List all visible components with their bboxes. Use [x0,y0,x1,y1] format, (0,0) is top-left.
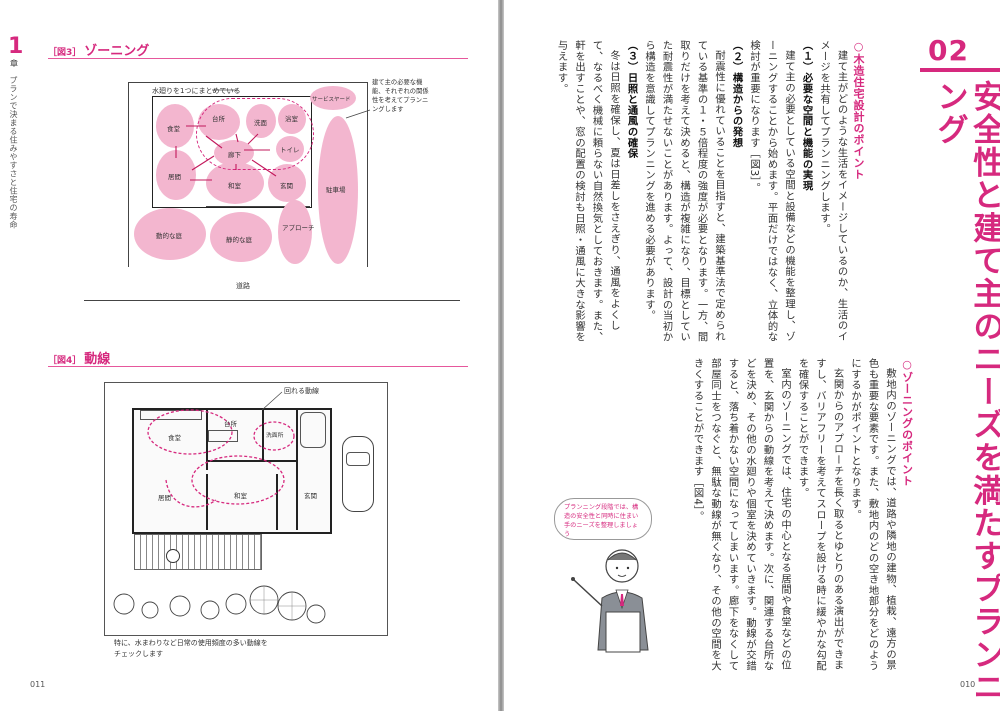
para-5: 敷地内のゾーニングでは、道路や隣地の建物、植栽、遠方の景色も重要な要素です。また… [849,358,896,672]
zone-washroom-label: 洗面 [254,119,267,127]
para-7: 室内のゾーニングでは、住宅の中心となる居間や食堂などの位置を、玄関からの動線を考… [691,358,792,672]
fig4-caption: 特に、水まわりなど日常の使用頻度の多い動線をチェックします [114,639,268,658]
para-2: 建て主の必要としている空間と設備などの機能を整理し、ゾーニングすることから始めま… [748,40,795,343]
zone-dining-label: 食堂 [167,125,180,133]
zone-japanese-label: 和室 [228,182,241,190]
fig4-title-underline [48,366,468,367]
zone-quiet-garden [210,212,272,262]
fig4-title-block: ［図4］動線 [48,348,110,367]
wall-mid [206,460,296,462]
para-6: 玄関からのアプローチを長く取るとゆとりのある演出ができますし、バリアフリーを考え… [796,358,844,672]
fig3-callout-wet: 水廻りを1つにまとめている [152,87,241,95]
left-page: 1 章 プランで決まる住みやすさと住宅の寿命 ［図3］ゾーニング 道路 食堂 台… [0,0,500,689]
zone-entrance [268,164,306,202]
speech-bubble [554,498,652,540]
fig4-room-living: 居間 [158,494,171,502]
heading-wood-text: 木造住宅設計のポイント [852,53,865,181]
zone-active-garden [134,208,206,260]
road-label: 道路 [236,282,250,290]
fig3-title: ゾーニング [84,44,150,59]
wall-japanese [206,474,208,530]
kitchen-counter [140,410,202,420]
zone-parking [318,116,358,264]
zone-living [156,150,196,200]
heading-zoning: ○ゾーニングのポイント [898,358,916,676]
chapter-number: 1 [8,34,24,59]
garden-trees [113,391,326,624]
kitchen-island [208,430,238,442]
book-gutter [498,0,504,711]
fig3-callout-needs: 建て主の必要な機能、それぞれの関係性を考えてプランニングします [372,79,429,113]
sub-heading-2: （２）構造からの発想 [730,40,743,148]
heading-zoning-text: ゾーニングのポイント [900,371,914,487]
chapter-label: 章 [10,59,18,68]
zone-service-yard-label: サービスヤード [312,97,351,103]
speech-bubble-text: プランニング段階では、構造の安全性と同時に住まい手のニーズを整理しましょう [564,504,639,538]
top-pink-rule [920,68,1000,72]
parked-car [342,436,374,512]
zone-living-label: 居間 [168,173,181,181]
wall-jp-right [276,474,278,530]
heading-wood: ○木造住宅設計のポイント [850,40,868,345]
fig4-room-kitchen: 台所 [224,420,237,428]
car-windshield [346,452,370,466]
para-4: 冬は日照を確保し、夏は日差しをさえぎり、通風をよくして、なるべく機械に頼らない自… [555,40,621,343]
sub-heading-3: （３）日照と通風の確保 [625,40,638,159]
bullet-circle-icon-2: ○ [900,358,914,372]
fig4-callout-loop: 回れる動線 [284,387,319,395]
fig4-room-dining: 食堂 [168,434,181,442]
fig4-floorplan: 回れる動線 食堂 台所 洗面所 居間 和室 玄関 特に、水まわりなど日常の使用頻… [104,382,388,658]
text-block-upper: ○木造住宅設計のポイント 建て主がどのような生活をイメージしているのか、生活のイ… [552,40,867,345]
main-title: 安全性と建て主のニーズを満たすプランニング [932,80,1000,704]
zone-active-garden-label: 動的な庭 [156,232,182,240]
text-block-lower: ○ゾーニングのポイント 敷地内のゾーニングでは、道路や隣地の建物、植栽、遠方の景… [688,358,916,676]
wall-bath [296,408,298,530]
right-page-number: 010 [960,680,976,689]
road-line [84,300,460,301]
zone-parking-label: 駐車場 [326,186,346,194]
para-1: 建て主がどのような生活をイメージしているのか、生活のイメージを共有してプランニン… [818,40,848,342]
lot-boundary [104,382,388,636]
fig4-room-washroom: 洗面所 [266,433,284,439]
site-boundary [128,82,368,267]
garden-table [166,549,180,563]
zone-approach-label: アプローチ [282,224,315,232]
zone-service-yard [310,86,356,110]
left-page-number: 011 [30,680,46,689]
zone-quiet-garden-label: 静的な庭 [226,236,252,244]
fig3-relation-arrows [175,89,371,181]
fig4-title: 動線 [84,352,111,367]
wall-kitchen [206,408,208,470]
fig4-room-japanese: 和室 [234,492,247,500]
section-number: 02 [928,34,969,67]
house-notch [206,206,310,207]
zone-washroom [246,104,276,138]
fig3-title-block: ［図3］ゾーニング [48,40,149,59]
zone-entrance-label: 玄関 [280,182,293,190]
fig4-bracket: ［図4］ [48,356,82,366]
fig3-diagram: 道路 食堂 台所 洗面 浴室 トイレ 廊下 居間 和室 玄関 サービスヤード 駐… [0,0,500,330]
wall-wet [262,408,264,462]
sub-heading-1: （１）必要な空間と機能の実現 [800,40,813,192]
house-outline [152,96,312,208]
chapter-subtitle: プランで決まる住みやすさと住宅の寿命 [9,76,18,229]
para-3: 耐震性に優れていることを目指すと、建築基準法で定められている基準の１・５倍程度の… [643,40,725,343]
fig3-bracket: ［図3］ [48,48,82,58]
bullet-circle-icon: ○ [852,40,865,54]
bathtub [300,412,326,448]
zone-approach [278,200,312,264]
fig4-room-entrance: 玄関 [304,492,317,500]
wood-deck [134,534,262,570]
wet-area-dashed-group [196,98,314,170]
presenter-illustration [571,549,649,653]
fig3-title-underline [48,58,468,59]
right-page: 02 安全性と建て主のニーズを満たすプランニング ○木造住宅設計のポイント 建て… [504,0,1000,711]
